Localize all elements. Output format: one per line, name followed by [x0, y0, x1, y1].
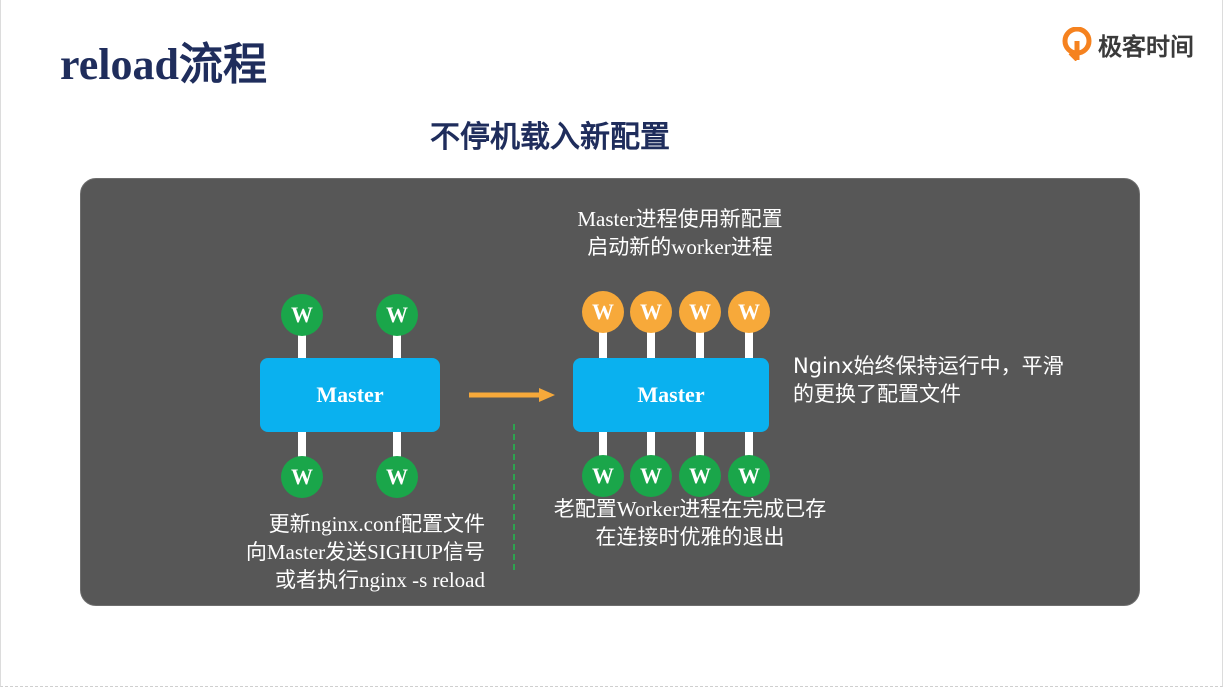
worker-circle-old: W: [376, 456, 418, 498]
transition-arrow-icon: [469, 388, 555, 402]
worker-circle-old: W: [679, 455, 721, 497]
worker-link: [745, 430, 753, 458]
worker-link: [298, 334, 306, 360]
page-title: reload流程: [60, 40, 267, 89]
master-box-before: Master: [260, 358, 440, 432]
worker-circle-new: W: [630, 291, 672, 333]
after-bottom-caption: 老配置Worker进程在完成已存 在连接时优雅的退出: [530, 495, 850, 551]
worker-link: [696, 430, 704, 458]
side-note-line: Nginx始终保持运行中，平滑: [793, 354, 1064, 378]
geektime-logo-icon: [1062, 27, 1092, 61]
worker-circle-old: W: [281, 456, 323, 498]
worker-link: [599, 330, 607, 360]
worker-link: [696, 330, 704, 360]
worker-link: [647, 430, 655, 458]
caption-line: Master进程使用新配置: [577, 207, 783, 231]
worker-circle-new: W: [728, 291, 770, 333]
after-top-caption: Master进程使用新配置 启动新的worker进程: [520, 205, 840, 261]
worker-link: [745, 330, 753, 360]
worker-circle-new: W: [679, 291, 721, 333]
divider-dashed-line: [513, 424, 515, 570]
brand-logo: 极客时间: [1062, 26, 1194, 62]
caption-line: 向Master发送SIGHUP信号: [245, 540, 485, 564]
worker-link: [647, 330, 655, 360]
worker-circle-old: W: [376, 294, 418, 336]
worker-circle-new: W: [582, 291, 624, 333]
worker-link: [599, 430, 607, 458]
worker-link: [393, 334, 401, 360]
caption-line: 老配置Worker进程在完成已存: [553, 497, 827, 521]
worker-circle-old: W: [582, 455, 624, 497]
worker-circle-old: W: [630, 455, 672, 497]
caption-line: 在连接时优雅的退出: [595, 525, 785, 549]
worker-circle-old: W: [728, 455, 770, 497]
worker-link: [298, 430, 306, 458]
worker-link: [393, 430, 401, 458]
subtitle: 不停机载入新配置: [430, 120, 670, 155]
caption-line: 更新nginx.conf配置文件: [268, 512, 485, 536]
side-note: Nginx始终保持运行中，平滑 的更换了配置文件: [793, 352, 1113, 408]
caption-line: 启动新的worker进程: [587, 235, 773, 259]
caption-line: 或者执行nginx -s reload: [275, 568, 485, 592]
worker-circle-old: W: [281, 294, 323, 336]
master-box-after: Master: [573, 358, 769, 432]
before-caption: 更新nginx.conf配置文件 向Master发送SIGHUP信号 或者执行n…: [200, 510, 485, 594]
brand-name: 极客时间: [1098, 32, 1194, 61]
side-note-line: 的更换了配置文件: [793, 382, 961, 406]
